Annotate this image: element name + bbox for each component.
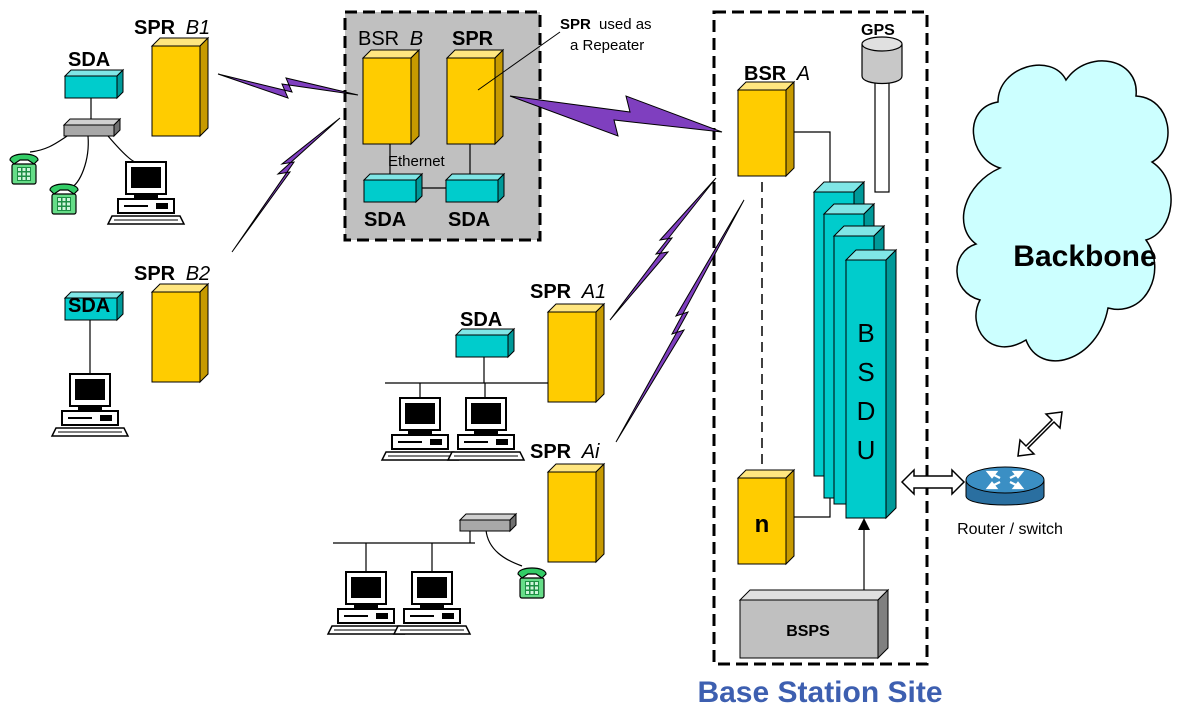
spr-a1-tower — [547, 303, 605, 403]
spr-b1-label-prefix: SPR — [134, 17, 176, 39]
bsps-box: BSPS — [738, 588, 890, 660]
backbone-cloud-icon — [956, 60, 1172, 362]
spr-a1-label-id: A1 — [581, 281, 606, 303]
sda-b1-box — [64, 69, 124, 99]
node-n-tower: n — [736, 468, 796, 566]
repeater-callout-line2: a Repeater — [570, 37, 644, 54]
computer-icon — [327, 571, 405, 635]
repeater-callout-line1: SPR used as — [560, 16, 652, 33]
spr-repeater-label: SPR — [452, 28, 494, 50]
bsr-b-label-prefix: BSR — [358, 28, 399, 50]
ethernet-label: Ethernet — [388, 153, 446, 170]
bsdu-letter-b: B — [857, 318, 874, 348]
bsdu-router-double-arrow — [900, 468, 966, 496]
spr-b2-label-id: B2 — [186, 263, 210, 285]
node-n-label: n — [755, 511, 770, 538]
sda-a1-box — [455, 328, 515, 358]
sda-bsr-b-label: SDA — [364, 209, 406, 231]
router-backbone-double-arrow — [1017, 411, 1063, 457]
spr-ai-label: SPR Ai — [530, 441, 600, 463]
phone-icon — [49, 183, 79, 215]
computer-icon — [381, 397, 459, 461]
sda-repeater-box — [445, 173, 505, 203]
repeater-callout: SPR used as a Repeater — [477, 16, 652, 91]
spr-ai-label-id: Ai — [581, 441, 600, 463]
base-station-site-title: Base Station Site — [697, 676, 942, 709]
bsdu-letter-d: D — [857, 396, 876, 426]
bsr-a-tower — [736, 80, 796, 178]
spr-ai-label-prefix: SPR — [530, 441, 572, 463]
repeater-callout-used-as: used as — [599, 16, 652, 33]
spr-b2-tower — [151, 283, 209, 383]
sda-bsr-b-box — [363, 173, 423, 203]
base-station-site-box — [712, 10, 929, 666]
bsdu-letter-s: S — [857, 357, 874, 387]
sda-b2-label: SDA — [68, 295, 110, 317]
sda-b1-label: SDA — [68, 49, 110, 71]
gps-antenna-icon — [861, 36, 903, 193]
bsr-b-tower — [361, 48, 421, 146]
spr-b1-label-id: B1 — [186, 17, 210, 39]
hub-b1 — [63, 118, 121, 137]
sda-a1-label: SDA — [460, 309, 502, 331]
phone-icon — [517, 567, 547, 599]
bsr-b-label: BSR B — [358, 28, 423, 50]
router-switch-label: Router / switch — [957, 521, 1063, 538]
repeater-callout-spr: SPR — [560, 16, 591, 33]
gps-label: GPS — [861, 22, 895, 39]
wireless-links — [217, 73, 745, 443]
computer-icon — [393, 571, 471, 635]
bsdu-letter-u: U — [857, 435, 876, 465]
spr-b1-label: SPR B1 — [134, 17, 210, 39]
spr-repeater-tower — [445, 48, 505, 146]
spr-b1-tower — [151, 37, 209, 137]
router-icon — [965, 466, 1045, 506]
spr-ai-tower — [547, 463, 605, 563]
bsps-label: BSPS — [786, 623, 830, 640]
computer-icon — [51, 373, 129, 437]
phone-icon — [9, 153, 39, 185]
backbone-label: Backbone — [1013, 240, 1156, 273]
spr-b2-label: SPR B2 — [134, 263, 210, 285]
spr-a1-label: SPR A1 — [530, 281, 606, 303]
bsr-a-label-id: A — [796, 63, 810, 85]
spr-b2-label-prefix: SPR — [134, 263, 176, 285]
spr-a1-label-prefix: SPR — [530, 281, 572, 303]
computer-icon — [107, 161, 185, 225]
bsps-arrow — [858, 518, 870, 592]
bsr-a-label-prefix: BSR — [744, 63, 787, 85]
sda-repeater-label: SDA — [448, 209, 490, 231]
bsr-a-label: BSR A — [744, 63, 810, 85]
computer-icon — [447, 397, 525, 461]
bsdu-rack: B S D U — [812, 180, 898, 520]
hub-ai — [459, 513, 517, 532]
bsr-b-label-id: B — [410, 28, 423, 50]
